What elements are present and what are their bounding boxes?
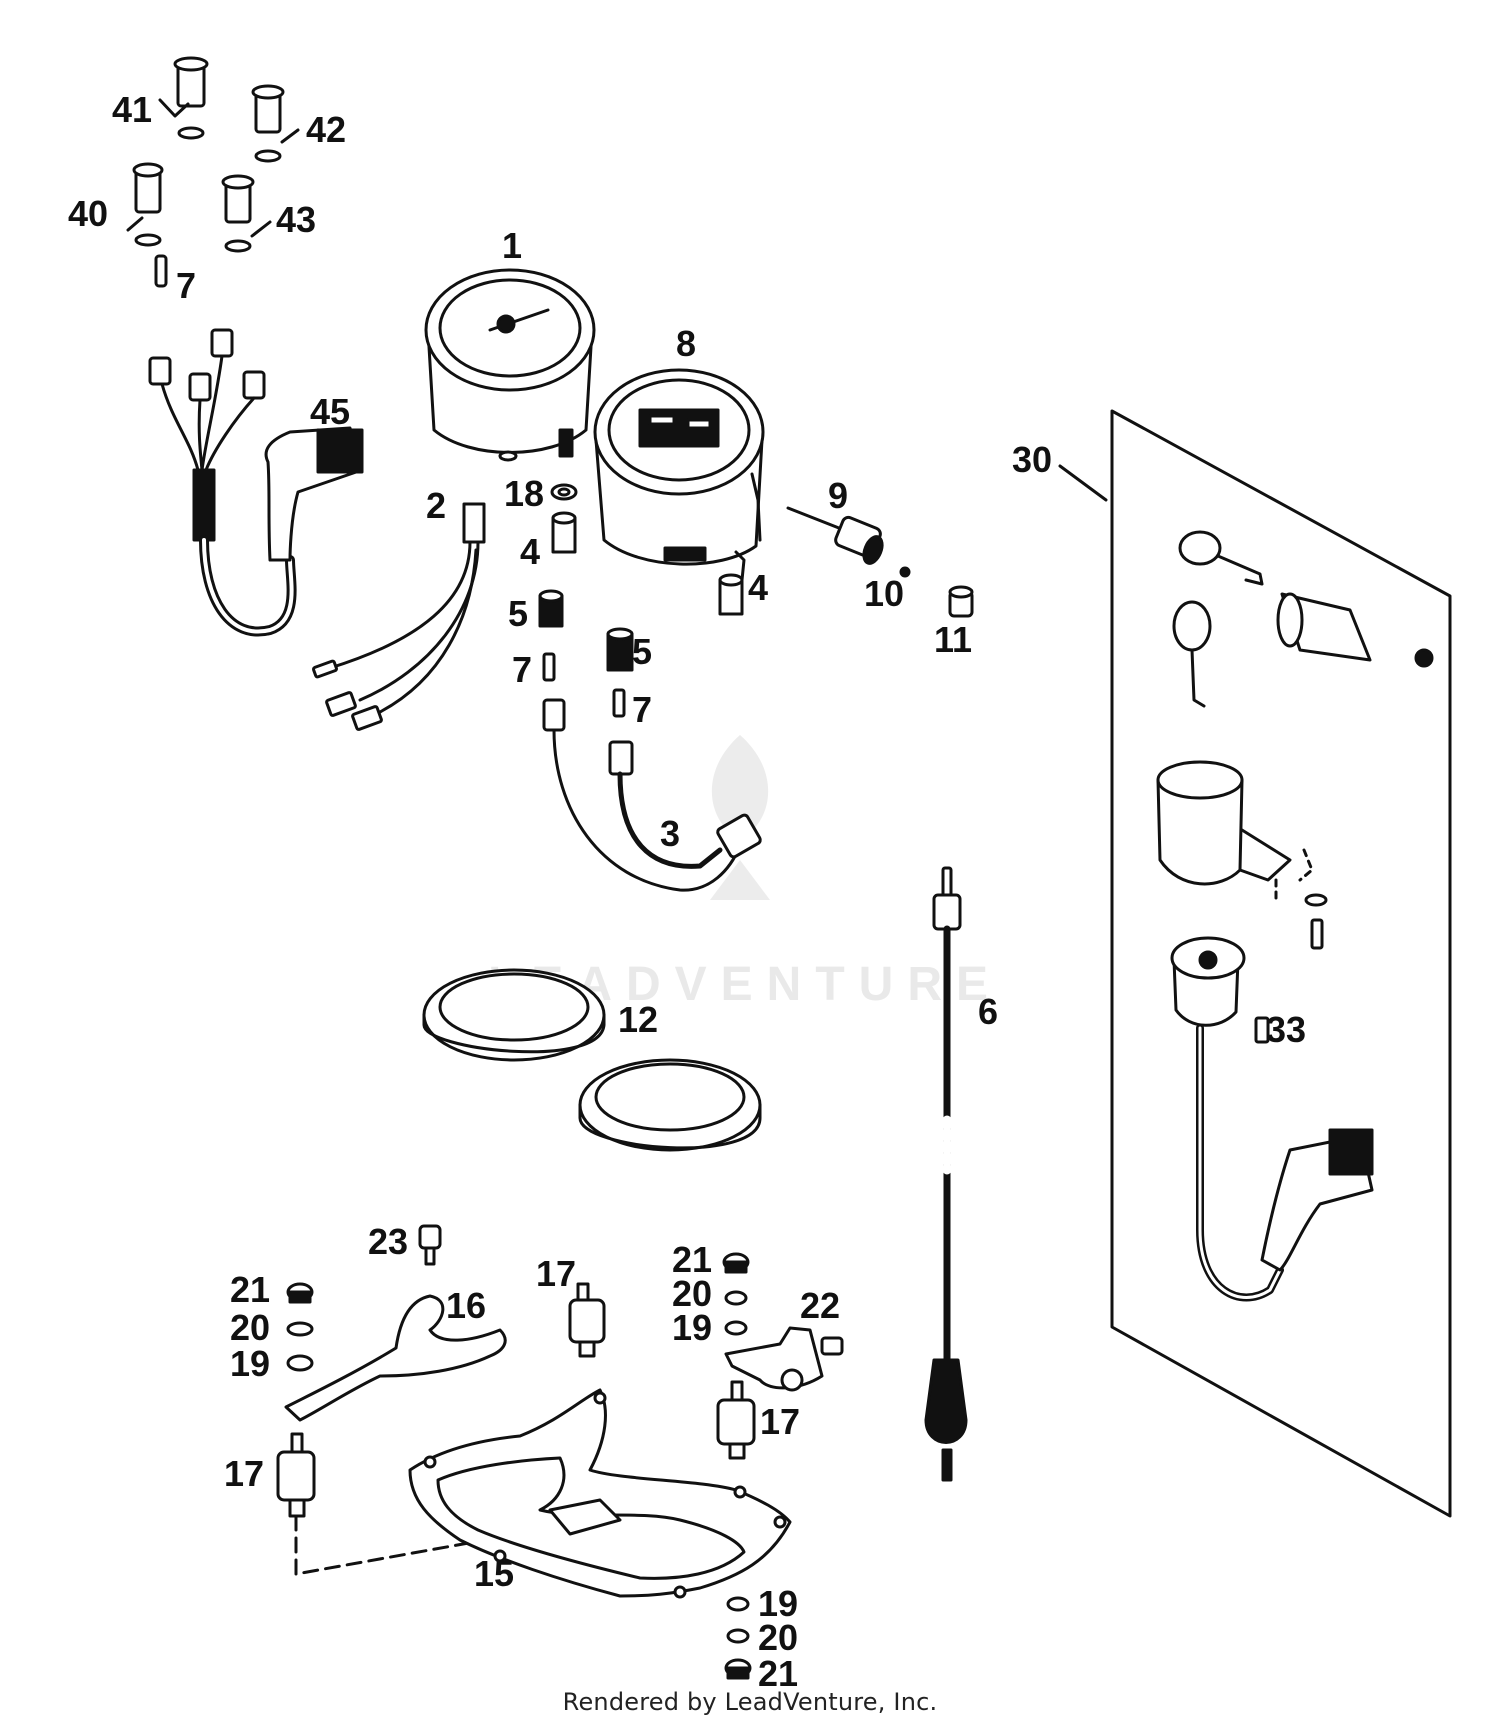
callout-20a: 20 [230, 1307, 270, 1348]
mount-17a [568, 1282, 606, 1358]
callout-21a: 21 [230, 1269, 270, 1310]
fastener-stack-right-top [722, 1252, 750, 1336]
wire-harness-45 [148, 254, 364, 637]
callout-20c: 20 [758, 1617, 798, 1658]
callout-22: 22 [800, 1285, 840, 1326]
callout-42: 42 [306, 109, 346, 150]
gauge-1 [424, 268, 596, 462]
wire-2 [312, 502, 486, 731]
callout-4b: 4 [748, 567, 768, 608]
callout-17b: 17 [760, 1401, 800, 1442]
bulb-socket-41 [158, 56, 209, 140]
callout-43: 43 [276, 199, 316, 240]
fitting-5a [538, 589, 564, 628]
callout-20b: 20 [672, 1273, 712, 1314]
gauge-8 [593, 368, 765, 582]
watermark: LEADVENTURE [488, 735, 988, 1011]
washer-18 [550, 483, 578, 501]
callout-1: 1 [502, 225, 522, 266]
bulb-socket-43 [221, 174, 272, 253]
fitting-5b [606, 627, 634, 672]
callout-4a: 4 [520, 531, 540, 572]
bolt-23 [418, 1224, 442, 1266]
callout-21b: 21 [672, 1239, 712, 1280]
wire-3 [542, 652, 762, 892]
callout-5a: 5 [508, 593, 528, 634]
fastener-stack-left [286, 1282, 314, 1372]
callout-2: 2 [426, 485, 446, 526]
gasket-plate-15 [408, 1388, 792, 1599]
bracket-16 [284, 1294, 507, 1422]
callout-17a: 17 [536, 1253, 576, 1294]
bezel-ring-12 [422, 968, 762, 1152]
cap-11 [948, 585, 974, 618]
callout-11: 11 [934, 619, 972, 660]
callout-6: 6 [978, 991, 998, 1032]
callout-19b: 19 [672, 1307, 712, 1348]
callout-40: 40 [68, 193, 108, 234]
mount-17b [716, 1380, 756, 1460]
bulb-socket-42 [251, 84, 300, 163]
callout-19a: 19 [230, 1343, 270, 1384]
nut-4a [551, 511, 577, 554]
speedo-cable-6 [924, 866, 968, 1482]
lock-set-panel-30 [1058, 409, 1452, 1518]
spring-10 [899, 566, 911, 578]
mount-17c [276, 1432, 532, 1576]
callout-7b: 7 [512, 649, 532, 690]
callout-17c: 17 [224, 1453, 264, 1494]
footer-credit: Rendered by LeadVenture, Inc. [562, 1688, 938, 1716]
callout-18: 18 [504, 473, 544, 514]
callout-15: 15 [474, 1553, 514, 1594]
nut-4b [718, 573, 744, 616]
callout-19c: 19 [758, 1583, 798, 1624]
callout-23: 23 [368, 1221, 408, 1262]
callout-45: 45 [310, 391, 350, 432]
callout-33: 33 [1266, 1009, 1306, 1050]
callout-10: 10 [864, 573, 904, 614]
callout-7a: 7 [176, 265, 196, 306]
bulb-socket-40 [126, 162, 164, 247]
callout-5b: 5 [632, 631, 652, 672]
callout-7c: 7 [632, 689, 652, 730]
callout-9: 9 [828, 475, 848, 516]
callout-8: 8 [676, 323, 696, 364]
callout-3: 3 [660, 813, 680, 854]
callout-16: 16 [446, 1285, 486, 1326]
trip-knob-9 [786, 506, 884, 565]
fastener-stack-bottom [724, 1596, 752, 1680]
callout-30: 30 [1012, 439, 1052, 480]
bracket-22 [724, 1326, 844, 1392]
callout-21c: 21 [758, 1653, 798, 1694]
callouts: 41 42 40 43 7 45 1 8 18 2 4 4 9 10 11 5 … [68, 89, 1306, 1694]
callout-41: 41 [112, 89, 152, 130]
callout-12: 12 [618, 999, 658, 1040]
